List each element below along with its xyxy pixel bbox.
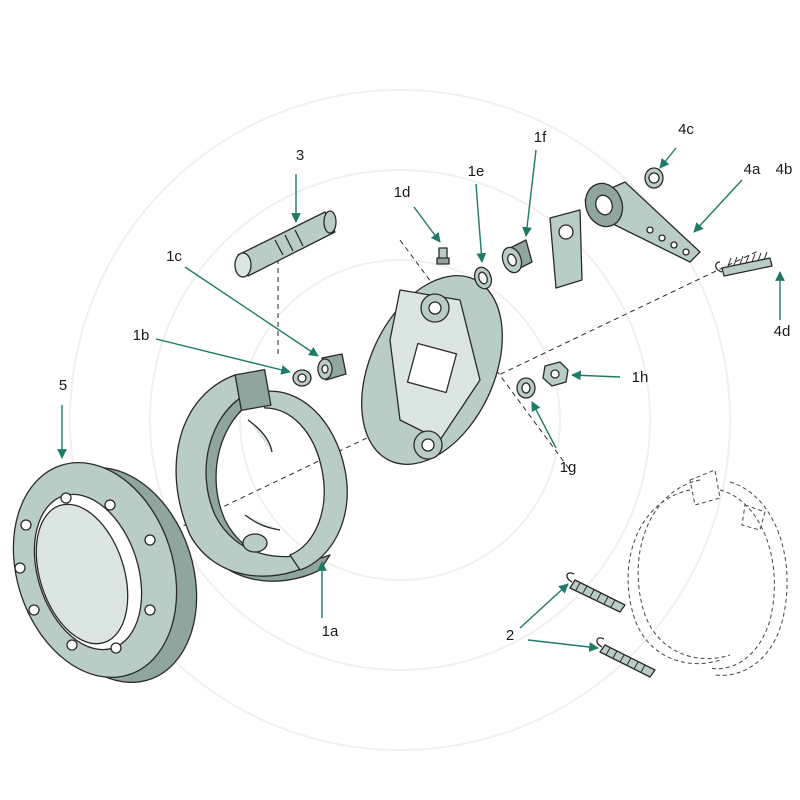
label-4d: 4d — [774, 323, 791, 340]
washer-4c — [644, 167, 664, 189]
label-3: 3 — [296, 147, 304, 164]
shoe-spring-top — [247, 419, 273, 453]
leader-2-upper — [519, 583, 569, 629]
leader-1e — [475, 183, 487, 263]
label-1f: 1f — [534, 129, 547, 146]
backing-plate — [361, 275, 503, 465]
return-spring-4d — [715, 251, 773, 277]
washer-1e — [473, 266, 493, 290]
washer-1g — [516, 377, 536, 399]
leader-1g — [531, 401, 557, 449]
leader-2-lower — [527, 639, 599, 652]
label-1d: 1d — [394, 184, 411, 201]
leader-arrows — [57, 147, 785, 652]
leader-1h — [571, 370, 621, 381]
shoe-spring-upper — [566, 572, 626, 613]
label-4a: 4a — [744, 161, 761, 178]
drum-bolt-holes — [14, 492, 156, 654]
ghost-shoe-assembly — [627, 469, 788, 676]
anchor-pin — [234, 210, 337, 278]
leader-1d — [413, 206, 441, 243]
label-1b: 1b — [133, 327, 150, 344]
brake-shoes — [175, 369, 348, 582]
label-4b: 4b — [776, 161, 793, 178]
label-1e: 1e — [468, 163, 485, 180]
nut-1h — [542, 361, 569, 387]
label-5: 5 — [59, 377, 67, 394]
brake-drum — [12, 461, 198, 684]
mounting-bracket — [549, 209, 583, 289]
washer-1b — [292, 369, 312, 387]
shoe-cam-roller — [242, 533, 268, 553]
label-4c: 4c — [678, 121, 694, 138]
shoe-spring-lower — [596, 637, 656, 678]
grease-nipple-1d — [436, 247, 450, 265]
bush-1f — [501, 239, 533, 274]
label-1a: 1a — [322, 623, 339, 640]
leader-4c — [659, 147, 677, 169]
slack-adjuster-lever — [584, 181, 701, 263]
shoe-spring-bottom — [244, 514, 281, 531]
leader-1f — [522, 149, 537, 237]
label-1g: 1g — [560, 459, 577, 476]
shoe-axis — [399, 239, 571, 471]
background-watermark — [69, 89, 731, 751]
label-2: 2 — [506, 627, 514, 644]
leader-4a — [693, 179, 743, 233]
label-1h: 1h — [632, 369, 649, 386]
leader-1b — [155, 338, 291, 375]
leader-1c — [184, 266, 319, 357]
callout-labels: 5 3 1c 1b 1a 1d 1e 1f 4c 4a 4b 4d 1h 1g … — [59, 121, 793, 644]
label-1c: 1c — [166, 248, 182, 265]
bush-1c — [317, 353, 347, 381]
